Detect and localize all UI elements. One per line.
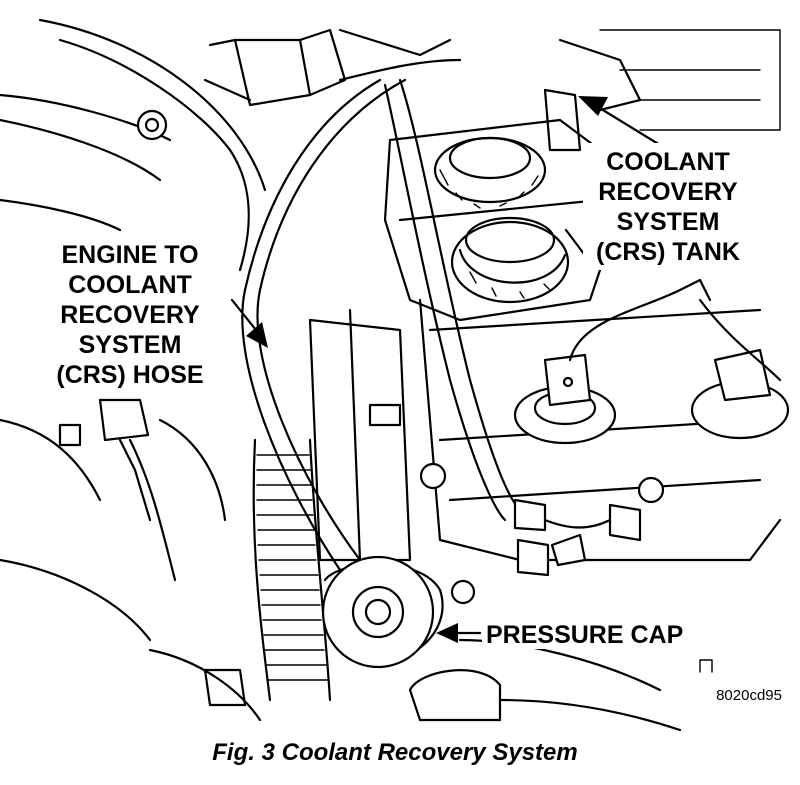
crs-hose	[241, 78, 522, 572]
crs-tank-label-line-2: RECOVERY	[598, 178, 738, 206]
hose-clamps	[513, 498, 642, 577]
crs-tank-cap	[433, 136, 547, 209]
callout-engine-hose: ENGINE TO COOLANT RECOVERY SYSTEM (CRS) …	[36, 236, 224, 391]
figure-caption: Fig. 3 Coolant Recovery System	[212, 739, 577, 766]
hose-label-line-1: ENGINE TO	[61, 241, 198, 269]
hose-arrow-head	[246, 322, 268, 348]
figure-id: 8020cd95	[716, 687, 782, 704]
crs-tank-label-line-1: COOLANT	[606, 148, 730, 176]
callout-crs-tank: COOLANT RECOVERY SYSTEM (CRS) TANK	[583, 143, 753, 270]
strut-tower	[0, 18, 267, 272]
corrugated-hose	[203, 438, 332, 707]
tank-arrow-head	[578, 96, 608, 116]
filler-cap	[450, 216, 570, 304]
figure-id-marker	[699, 659, 713, 673]
hose-label-line-4: SYSTEM	[79, 331, 182, 359]
crs-tank-label-line-3: SYSTEM	[617, 208, 720, 236]
valve-cover	[418, 278, 790, 605]
pressure-cap-label: PRESSURE CAP	[486, 621, 683, 649]
engine-bay-artwork	[0, 18, 790, 732]
callout-pressure-cap: PRESSURE CAP	[482, 617, 704, 649]
center-panel	[308, 308, 412, 562]
hose-label-line-5: (CRS) HOSE	[56, 361, 203, 389]
pressure-cap-part	[321, 555, 444, 669]
upper-connector	[203, 28, 462, 107]
hose-label-line-3: RECOVERY	[60, 301, 200, 329]
cap-arrow-head	[436, 623, 458, 643]
left-connector	[0, 398, 227, 582]
crs-tank-label-line-4: (CRS) TANK	[596, 238, 740, 266]
lower-components	[0, 558, 682, 732]
hose-label-line-2: COOLANT	[68, 271, 192, 299]
